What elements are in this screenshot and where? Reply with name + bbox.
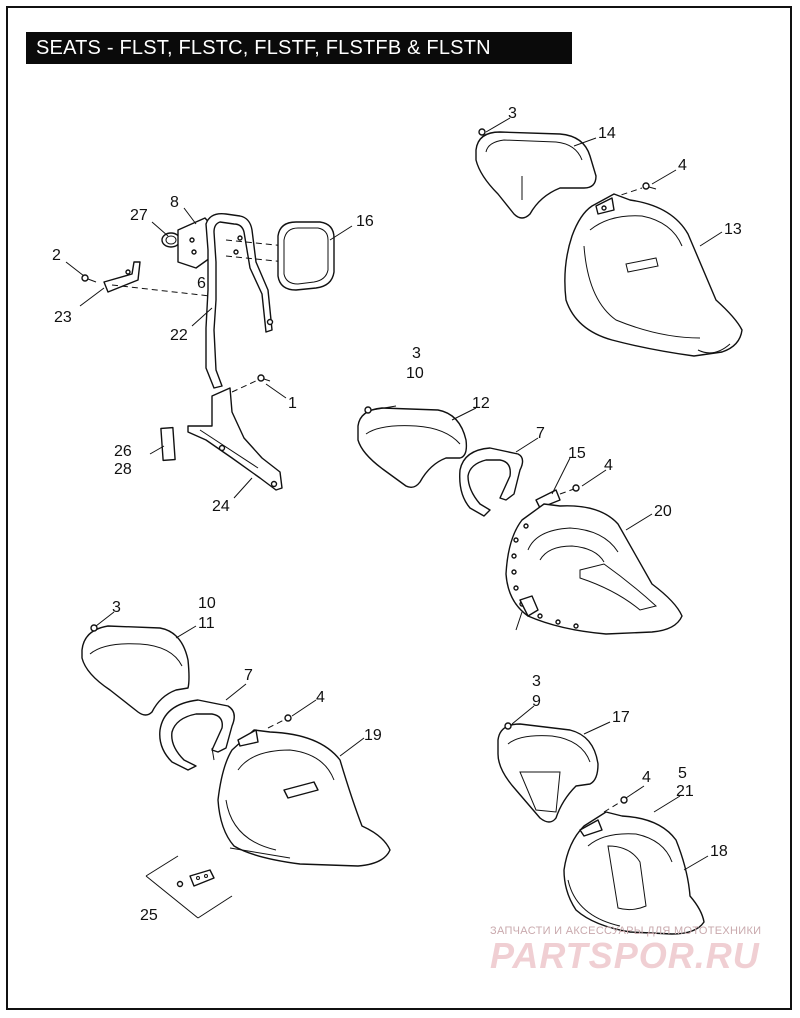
- diagram-title: SEATS - FLST, FLSTC, FLSTF, FLSTFB & FLS…: [26, 32, 572, 64]
- diagram-frame: [6, 6, 792, 1010]
- callout-4-lower: 4: [316, 689, 325, 706]
- callout-14: 14: [598, 125, 616, 142]
- callout-21: 21: [676, 783, 694, 800]
- bracket-part-23: [103, 261, 141, 293]
- callout-8: 8: [170, 194, 179, 211]
- callout-26: 26: [114, 443, 132, 460]
- pillion-part-12: [357, 406, 468, 489]
- screw-part-4-right: [620, 796, 628, 804]
- callout-1: 1: [288, 395, 297, 412]
- callout-3-top: 3: [508, 105, 517, 122]
- callout-17: 17: [612, 709, 630, 726]
- bracket-part-15: [535, 489, 561, 509]
- screw-part-2: [81, 274, 97, 283]
- screw-part-4-lower: [284, 714, 292, 722]
- callout-12: 12: [472, 395, 490, 412]
- watermark-tagline: ЗАПЧАСТИ И АКСЕССУАРЫ ДЛЯ МОТОТЕХНИКИ: [490, 925, 761, 937]
- callout-3-mid: 3: [412, 345, 421, 362]
- screw-part-4-top: [642, 182, 657, 190]
- seat-part-19: [217, 729, 391, 867]
- strap-part-7-lower: [159, 699, 235, 771]
- pillion-part-11: [81, 624, 190, 716]
- callout-22: 22: [170, 327, 188, 344]
- callout-9: 9: [532, 693, 541, 710]
- callout-6: 6: [197, 275, 206, 292]
- screw-part-4-mid: [572, 484, 580, 492]
- middle-seat-assembly: [357, 406, 683, 635]
- callout-10-mid: 10: [406, 365, 424, 382]
- watermark-brand: PARTSPOR.RU: [490, 935, 760, 976]
- callout-24: 24: [212, 498, 230, 515]
- lower-right-seat-assembly: [497, 722, 705, 935]
- solo-seat-assembly: [475, 128, 743, 357]
- side-plate-part-24: [187, 387, 283, 491]
- callout-15: 15: [568, 445, 586, 462]
- callout-4-mid: 4: [604, 457, 613, 474]
- callout-23: 23: [54, 309, 72, 326]
- callout-3-left: 3: [112, 599, 121, 616]
- callout-4-top: 4: [678, 157, 687, 174]
- callout-11: 11: [198, 615, 215, 632]
- seat-part-18: [563, 811, 705, 935]
- callout-3-right: 3: [532, 673, 541, 690]
- callout-labels: 2 23 27 8 6 22 16 1 26 28 24 3 14 4 13 3…: [52, 105, 742, 924]
- callout-2: 2: [52, 247, 61, 264]
- callout-16: 16: [356, 213, 374, 230]
- reflector-part-26: [160, 426, 176, 462]
- callout-13: 13: [724, 221, 742, 238]
- lower-left-seat-assembly: [81, 624, 391, 919]
- callout-7-lower: 7: [244, 667, 253, 684]
- callout-25: 25: [140, 907, 158, 924]
- leader-lines: [65, 117, 723, 871]
- studded-seat-part-20: [505, 503, 683, 635]
- watermark: ЗАПЧАСТИ И АКСЕССУАРЫ ДЛЯ МОТОТЕХНИКИ PA…: [490, 925, 761, 976]
- callout-7-upper: 7: [536, 425, 545, 442]
- callout-20: 20: [654, 503, 672, 520]
- backrest-pad-part-16: [277, 221, 335, 291]
- pillion-pad-part-14: [475, 128, 597, 219]
- callout-27: 27: [130, 207, 148, 224]
- sissy-bar-upright-part-22: [205, 213, 274, 389]
- hardware-kit-part-25: [145, 855, 233, 919]
- callout-28: 28: [114, 461, 132, 478]
- strap-part-7-upper: [459, 447, 524, 517]
- callout-19: 19: [364, 727, 382, 744]
- callout-18: 18: [710, 843, 728, 860]
- main-seat-part-13: [564, 193, 743, 357]
- medallion-part-27: [161, 232, 181, 248]
- screw-part-1: [257, 374, 271, 382]
- callout-4-right: 4: [642, 769, 651, 786]
- pillion-part-17: [497, 722, 599, 823]
- callout-5: 5: [678, 765, 687, 782]
- sissy-bar-assembly: [81, 213, 335, 491]
- callout-10-left: 10: [198, 595, 216, 612]
